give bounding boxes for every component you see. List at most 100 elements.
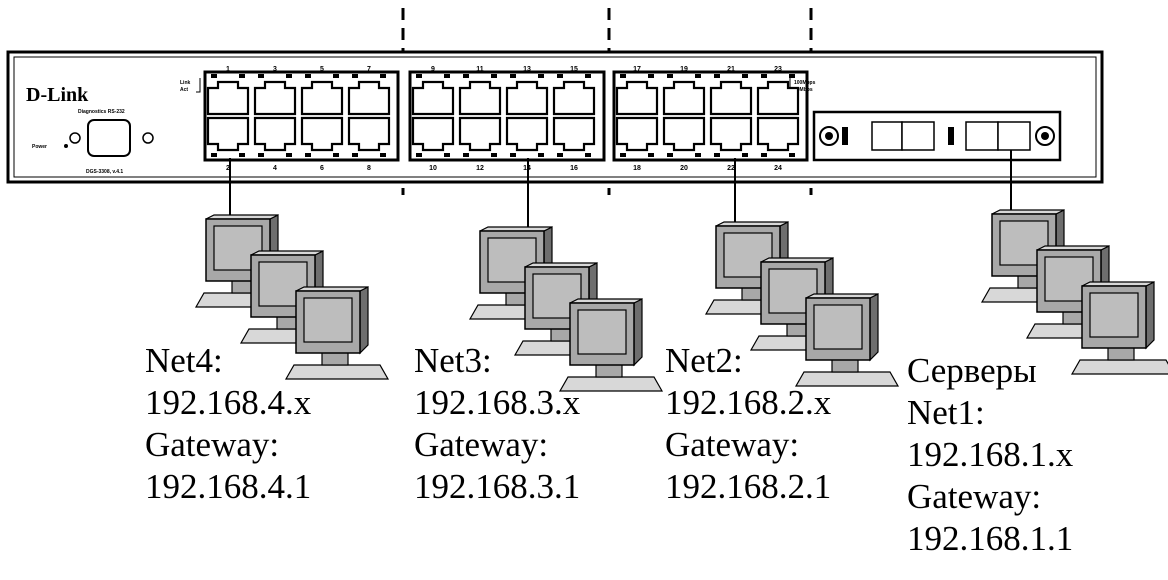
port-number-label: 7 bbox=[367, 66, 371, 73]
net3-name: Net3: bbox=[414, 341, 492, 380]
net1-servers-pc-3 bbox=[1070, 281, 1168, 375]
port-number-label: 16 bbox=[570, 165, 578, 172]
port-24 bbox=[756, 116, 800, 157]
console-screw-right-icon bbox=[142, 132, 154, 144]
port-11 bbox=[458, 74, 502, 116]
port-number-label: 18 bbox=[633, 165, 641, 172]
port-group-2 bbox=[408, 70, 606, 162]
port-16 bbox=[552, 116, 596, 157]
port-number-label: 6 bbox=[320, 165, 324, 172]
net3-gateway: 192.168.3.1 bbox=[414, 467, 581, 506]
fiber-port-4-icon bbox=[997, 121, 1031, 151]
fiber-port-2-icon bbox=[901, 121, 935, 151]
port-number-label: 3 bbox=[273, 66, 277, 73]
net2-label: Net2: 192.168.2.x Gateway: 192.168.2.1 bbox=[665, 340, 831, 508]
led-legend-link: Link bbox=[180, 80, 190, 86]
port-12 bbox=[458, 116, 502, 157]
net3-label: Net3: 192.168.3.x Gateway: 192.168.3.1 bbox=[414, 340, 580, 508]
power-label: Power bbox=[32, 144, 47, 150]
port-2 bbox=[206, 116, 250, 157]
port-number-label: 17 bbox=[633, 66, 641, 73]
port-number-label: 10 bbox=[429, 165, 437, 172]
speed-legend-10: 10Mbps bbox=[794, 87, 813, 93]
port-group-1 bbox=[203, 70, 400, 162]
fiber-port-3-icon bbox=[965, 121, 999, 151]
power-led-icon bbox=[64, 144, 68, 148]
port-17 bbox=[615, 74, 659, 116]
port-4 bbox=[253, 116, 297, 157]
net4-label: Net4: 192.168.4.x Gateway: 192.168.4.1 bbox=[145, 340, 311, 508]
uplink-led-left-icon bbox=[842, 127, 848, 145]
net4-gateway: 192.168.4.1 bbox=[145, 467, 312, 506]
port-number-label: 21 bbox=[727, 66, 735, 73]
port-1 bbox=[206, 74, 250, 116]
vlan-separators bbox=[401, 8, 813, 195]
model-label: DGS-3308, v.4.1 bbox=[86, 169, 123, 175]
port-number-label: 11 bbox=[476, 66, 484, 73]
net3-computers-pc-3 bbox=[558, 298, 664, 392]
port-groups bbox=[203, 70, 809, 162]
port-number-label: 22 bbox=[727, 165, 735, 172]
uplink-led-mid-icon bbox=[948, 127, 954, 145]
led-legend-act: Act bbox=[180, 87, 188, 93]
port-18 bbox=[615, 116, 659, 157]
port-number-label: 12 bbox=[476, 165, 484, 172]
net2-gateway: 192.168.2.1 bbox=[665, 467, 832, 506]
port-20 bbox=[662, 116, 706, 157]
port-number-label: 20 bbox=[680, 165, 688, 172]
net4-name: Net4: bbox=[145, 341, 223, 380]
port-19 bbox=[662, 74, 706, 116]
port-number-label: 9 bbox=[431, 66, 435, 73]
net4-computers-pc-3 bbox=[284, 286, 390, 380]
port-number-label: 8 bbox=[367, 165, 371, 172]
net2-gateway-label: Gateway: bbox=[665, 425, 800, 464]
fiber-port-1-icon bbox=[871, 121, 903, 151]
ethernet-ports: 123456789101112131415161718192021222324 bbox=[206, 66, 800, 172]
port-number-label: 23 bbox=[774, 66, 782, 73]
port-10 bbox=[411, 116, 455, 157]
servers-label: Серверы bbox=[907, 351, 1037, 390]
console-screw-left-icon bbox=[69, 132, 81, 144]
net3-gateway-label: Gateway: bbox=[414, 425, 549, 464]
brand-logo: D-Link bbox=[26, 84, 89, 106]
port-number-label: 15 bbox=[570, 66, 578, 73]
net4-subnet: 192.168.4.x bbox=[145, 383, 312, 422]
net1-subnet: 192.168.1.x bbox=[907, 435, 1074, 474]
console-port-icon bbox=[87, 119, 131, 157]
port-number-label: 19 bbox=[680, 66, 688, 73]
port-number-label: 4 bbox=[273, 165, 277, 172]
port-13 bbox=[505, 74, 549, 116]
console-label: Diagnostics RS-232 bbox=[78, 109, 125, 115]
port-22 bbox=[709, 116, 753, 157]
port-number-label: 24 bbox=[774, 165, 782, 172]
port-5 bbox=[300, 74, 344, 116]
net1-gateway: 192.168.1.1 bbox=[907, 519, 1074, 558]
port-14 bbox=[505, 116, 549, 157]
port-8 bbox=[347, 116, 391, 157]
uplink-module bbox=[812, 110, 1062, 162]
port-9 bbox=[411, 74, 455, 116]
port-6 bbox=[300, 116, 344, 157]
net1-name: Net1: bbox=[907, 393, 985, 432]
net3-subnet: 192.168.3.x bbox=[414, 383, 581, 422]
port-23 bbox=[756, 74, 800, 116]
net4-gateway-label: Gateway: bbox=[145, 425, 280, 464]
computer-groups bbox=[194, 209, 1168, 392]
port-7 bbox=[347, 74, 391, 116]
port-number-label: 1 bbox=[226, 66, 230, 73]
net2-subnet: 192.168.2.x bbox=[665, 383, 832, 422]
port-21 bbox=[709, 74, 753, 116]
connection-lines bbox=[229, 150, 1012, 227]
port-15 bbox=[552, 74, 596, 116]
net2-name: Net2: bbox=[665, 341, 743, 380]
port-number-label: 5 bbox=[320, 66, 324, 73]
port-3 bbox=[253, 74, 297, 116]
net1-gateway-label: Gateway: bbox=[907, 477, 1042, 516]
net2-computers-pc-3 bbox=[794, 293, 900, 387]
port-number-label: 13 bbox=[523, 66, 531, 73]
speed-legend-100: 100Mbps bbox=[794, 80, 816, 86]
net1-label: Серверы Net1: 192.168.1.x Gateway: 192.1… bbox=[907, 350, 1073, 560]
port-number-label: 2 bbox=[226, 165, 230, 172]
port-group-3 bbox=[612, 70, 809, 162]
